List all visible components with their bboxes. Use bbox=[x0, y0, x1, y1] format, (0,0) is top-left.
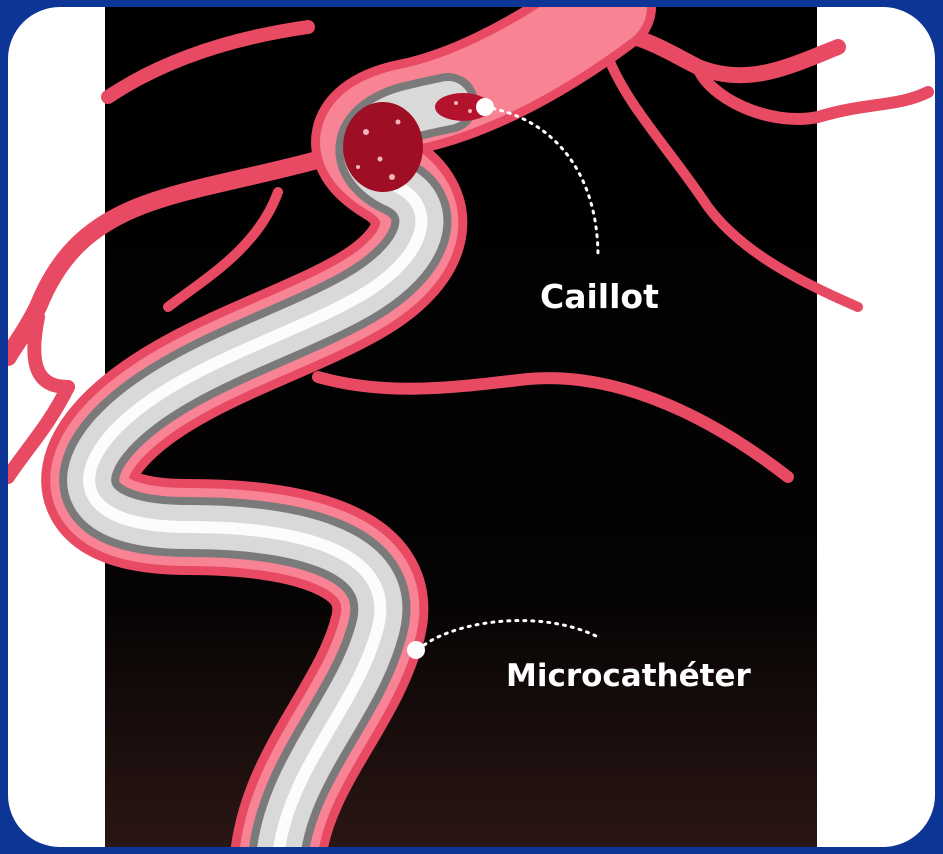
illustration-frame: Caillot Microcathéter bbox=[8, 7, 935, 847]
catheter-clot-illustration bbox=[8, 7, 935, 847]
microcatheter-label: Microcathéter bbox=[506, 658, 751, 694]
clot-label: Caillot bbox=[540, 277, 659, 316]
